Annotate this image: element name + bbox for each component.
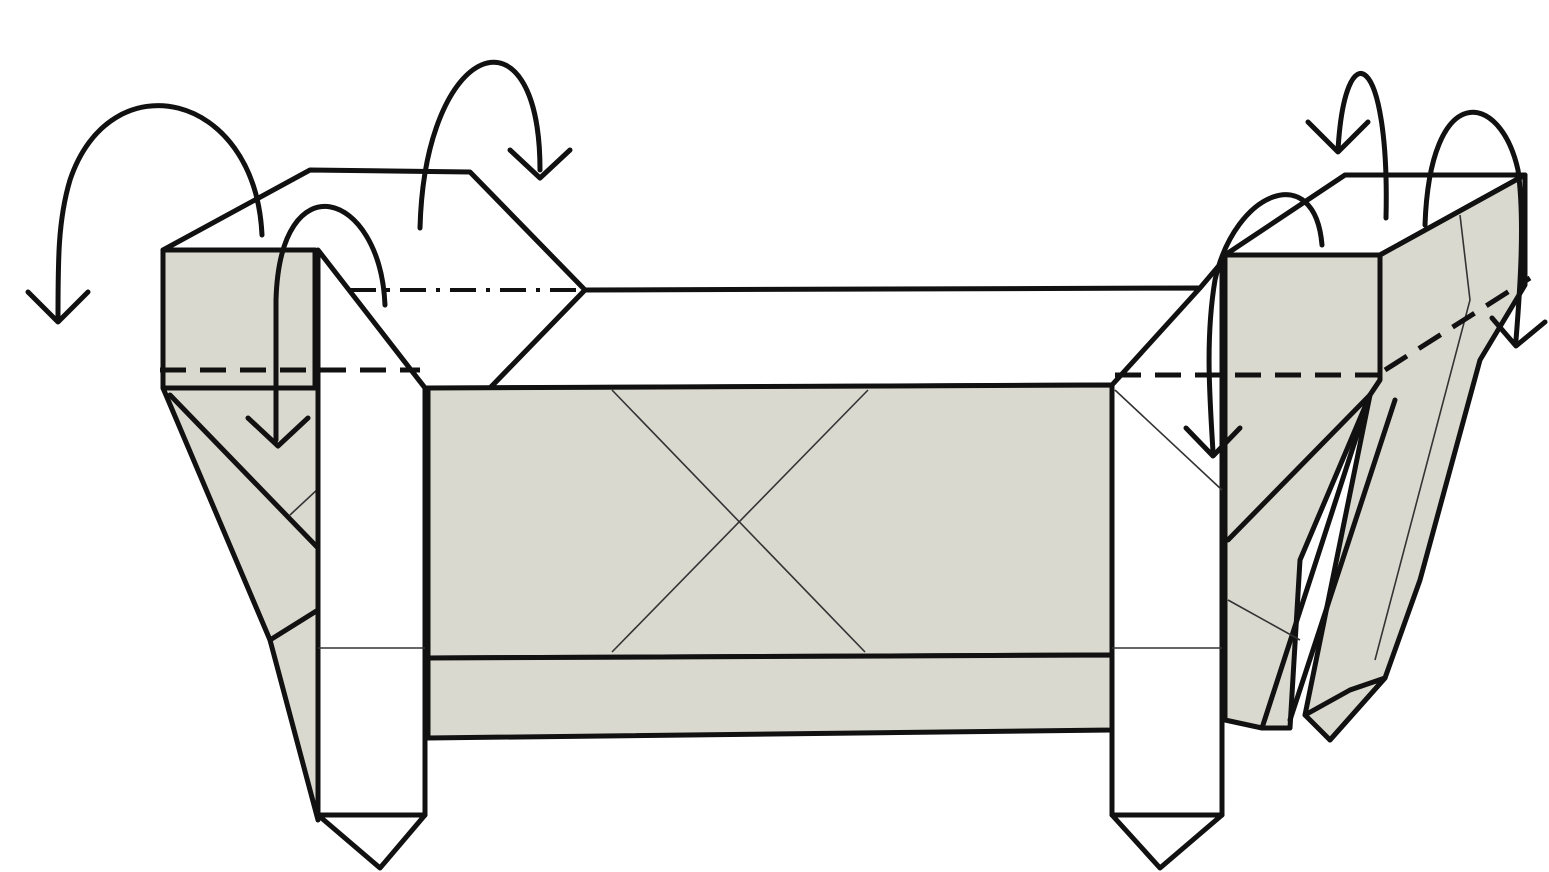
center-bottom-band — [428, 655, 1112, 738]
center-top-face — [490, 288, 1200, 388]
center-front-panel — [428, 385, 1112, 658]
left-lower-flap — [163, 388, 318, 820]
